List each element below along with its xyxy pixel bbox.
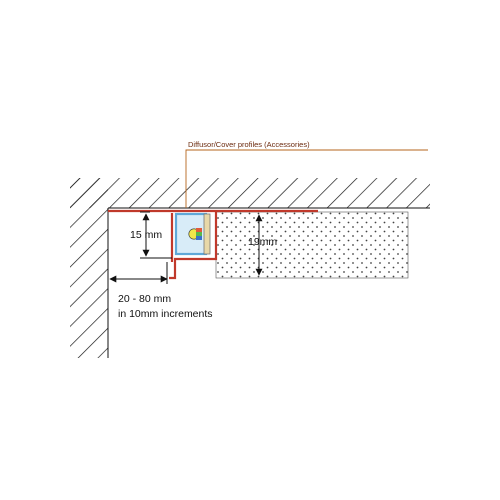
dim-19-label: 19mm (248, 236, 277, 248)
dim-15-label: 15 mm (130, 229, 162, 241)
dotted-board (215, 211, 409, 279)
red-profile (108, 209, 318, 280)
led-chip (188, 228, 202, 240)
structure-edges (107, 207, 430, 358)
ceiling-hatch (70, 178, 438, 368)
callout-label: Diffusor/Cover profiles (Accessories) (188, 140, 310, 149)
dimension-width (109, 262, 168, 284)
dimension-15mm (140, 211, 172, 259)
dim-width-line2: in 10mm increments (118, 308, 213, 320)
callout-leader (185, 149, 428, 208)
dim-width-line1: 20 - 80 mm (118, 293, 171, 305)
